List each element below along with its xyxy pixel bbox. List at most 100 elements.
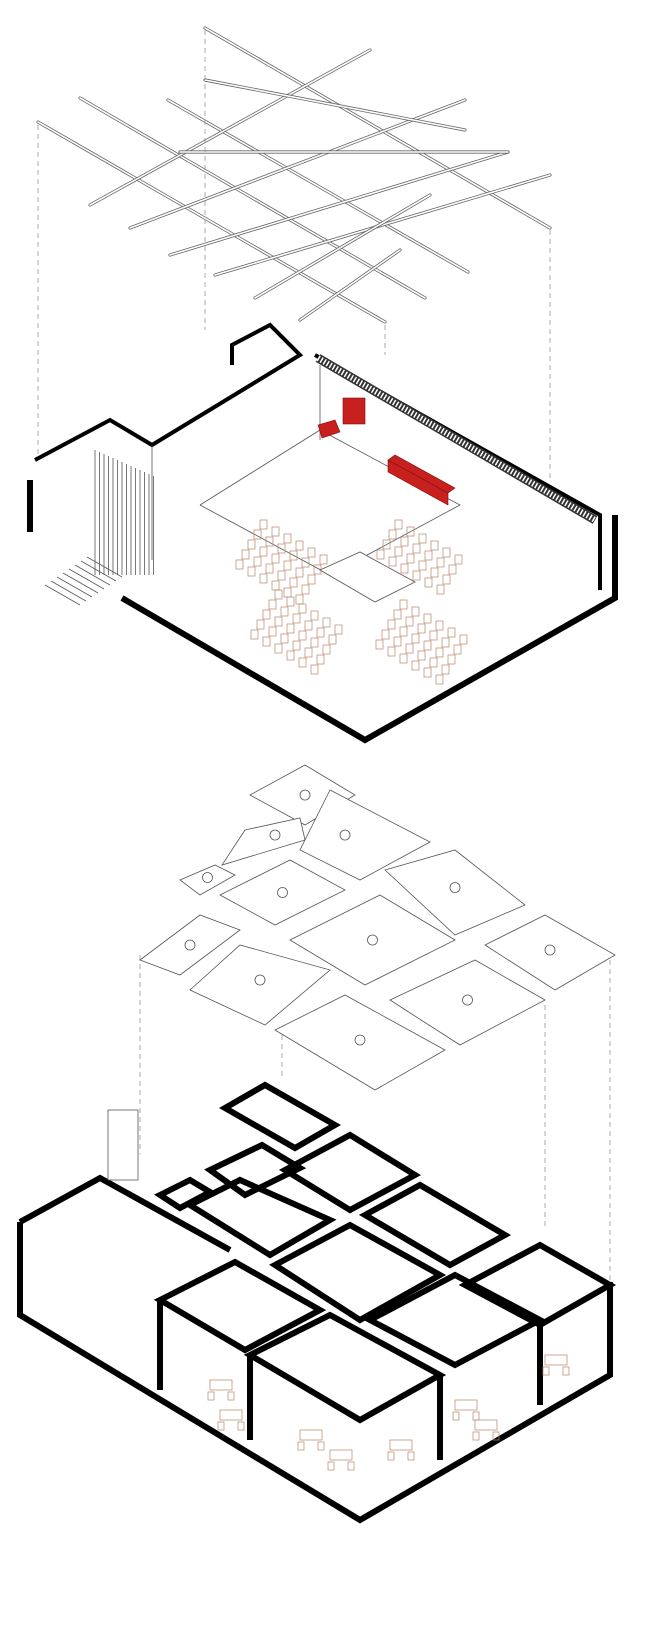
chair: [322, 644, 331, 655]
chair: [435, 674, 444, 685]
chair: [241, 549, 250, 560]
chair: [283, 560, 292, 571]
chair: [280, 633, 289, 644]
chair: [317, 1441, 325, 1451]
light-fixture: [462, 994, 473, 1006]
chair: [430, 540, 439, 551]
chair: [394, 519, 403, 530]
lower-outline-back: [18, 1174, 232, 1253]
chair: [424, 550, 433, 561]
chair: [292, 613, 301, 624]
chair: [399, 653, 408, 664]
red-shelf: [317, 419, 341, 439]
chair: [301, 584, 310, 595]
room-wall-cell: [358, 1181, 512, 1269]
chair: [310, 637, 319, 648]
chair: [407, 1451, 415, 1461]
chair: [253, 529, 262, 540]
chair: [447, 654, 456, 665]
kitchen-unit-red: [317, 397, 456, 506]
room-wall-cell: [269, 1221, 447, 1324]
roof-beam-core: [37, 121, 386, 323]
chair: [319, 554, 328, 565]
chair: [259, 546, 268, 557]
chair: [562, 1366, 570, 1376]
chair: [411, 606, 420, 617]
chair: [253, 556, 262, 567]
chair: [387, 1451, 395, 1461]
chair: [304, 620, 313, 631]
chair: [382, 539, 391, 550]
chair: [227, 1391, 235, 1401]
chair: [435, 647, 444, 658]
stair-tread: [56, 576, 93, 598]
chair: [430, 567, 439, 578]
room-wall-cell: [153, 1258, 327, 1354]
chair: [406, 553, 415, 564]
table: [454, 1399, 478, 1411]
chair: [286, 596, 295, 607]
chair: [262, 636, 271, 647]
light-fixture: [299, 789, 311, 801]
chair: [405, 616, 414, 627]
table: [544, 1354, 568, 1366]
chair: [297, 1441, 305, 1451]
chair: [436, 557, 445, 568]
stair-tread: [62, 572, 99, 594]
chair: [327, 1461, 335, 1471]
stair-tread: [44, 584, 81, 606]
chair: [436, 584, 445, 595]
red-cabinet: [342, 397, 366, 425]
chair: [268, 599, 277, 610]
chair: [393, 636, 402, 647]
chair: [381, 629, 390, 640]
chair: [256, 619, 265, 630]
chair: [295, 540, 304, 551]
chair: [412, 570, 421, 581]
roof-beam-core: [79, 97, 426, 299]
chair: [298, 603, 307, 614]
chair: [472, 1431, 480, 1441]
chair: [259, 519, 268, 530]
ceiling-panel: [299, 789, 431, 881]
chair: [405, 643, 414, 654]
chair: [307, 547, 316, 558]
upper-left-wall: [34, 322, 304, 462]
chair: [328, 634, 337, 645]
light-fixture: [354, 1034, 366, 1046]
lower-stair-tower: [107, 1109, 139, 1181]
chair: [268, 626, 277, 637]
stair-tread: [86, 556, 123, 578]
stair-tread: [50, 580, 87, 602]
light-fixture: [254, 974, 266, 986]
chair: [316, 654, 325, 665]
chair: [274, 616, 283, 627]
roof-beam-core: [254, 194, 431, 299]
chair: [442, 574, 451, 585]
chair: [262, 609, 271, 620]
tables-and-chairs: [207, 1354, 570, 1471]
chair: [347, 1461, 355, 1471]
light-fixture: [544, 944, 556, 956]
chair: [217, 1421, 225, 1431]
chair: [447, 627, 456, 638]
chair: [286, 623, 295, 634]
lower-room-cells: [153, 1081, 617, 1460]
chair: [274, 589, 283, 600]
stair-slats: [44, 450, 154, 606]
chair: [250, 629, 259, 640]
chair: [280, 606, 289, 617]
chair: [411, 660, 420, 671]
red-counter-front: [387, 459, 449, 506]
chair: [452, 1411, 460, 1421]
chair: [247, 539, 256, 550]
chair: [459, 634, 468, 645]
upper-interior-lines: [199, 429, 461, 576]
ceiling-panel: [221, 817, 306, 866]
light-fixture: [367, 934, 378, 946]
room-wall-cell: [218, 1081, 342, 1152]
chair: [375, 639, 384, 650]
chair: [492, 1431, 500, 1441]
ventilation-duct: [315, 354, 598, 524]
